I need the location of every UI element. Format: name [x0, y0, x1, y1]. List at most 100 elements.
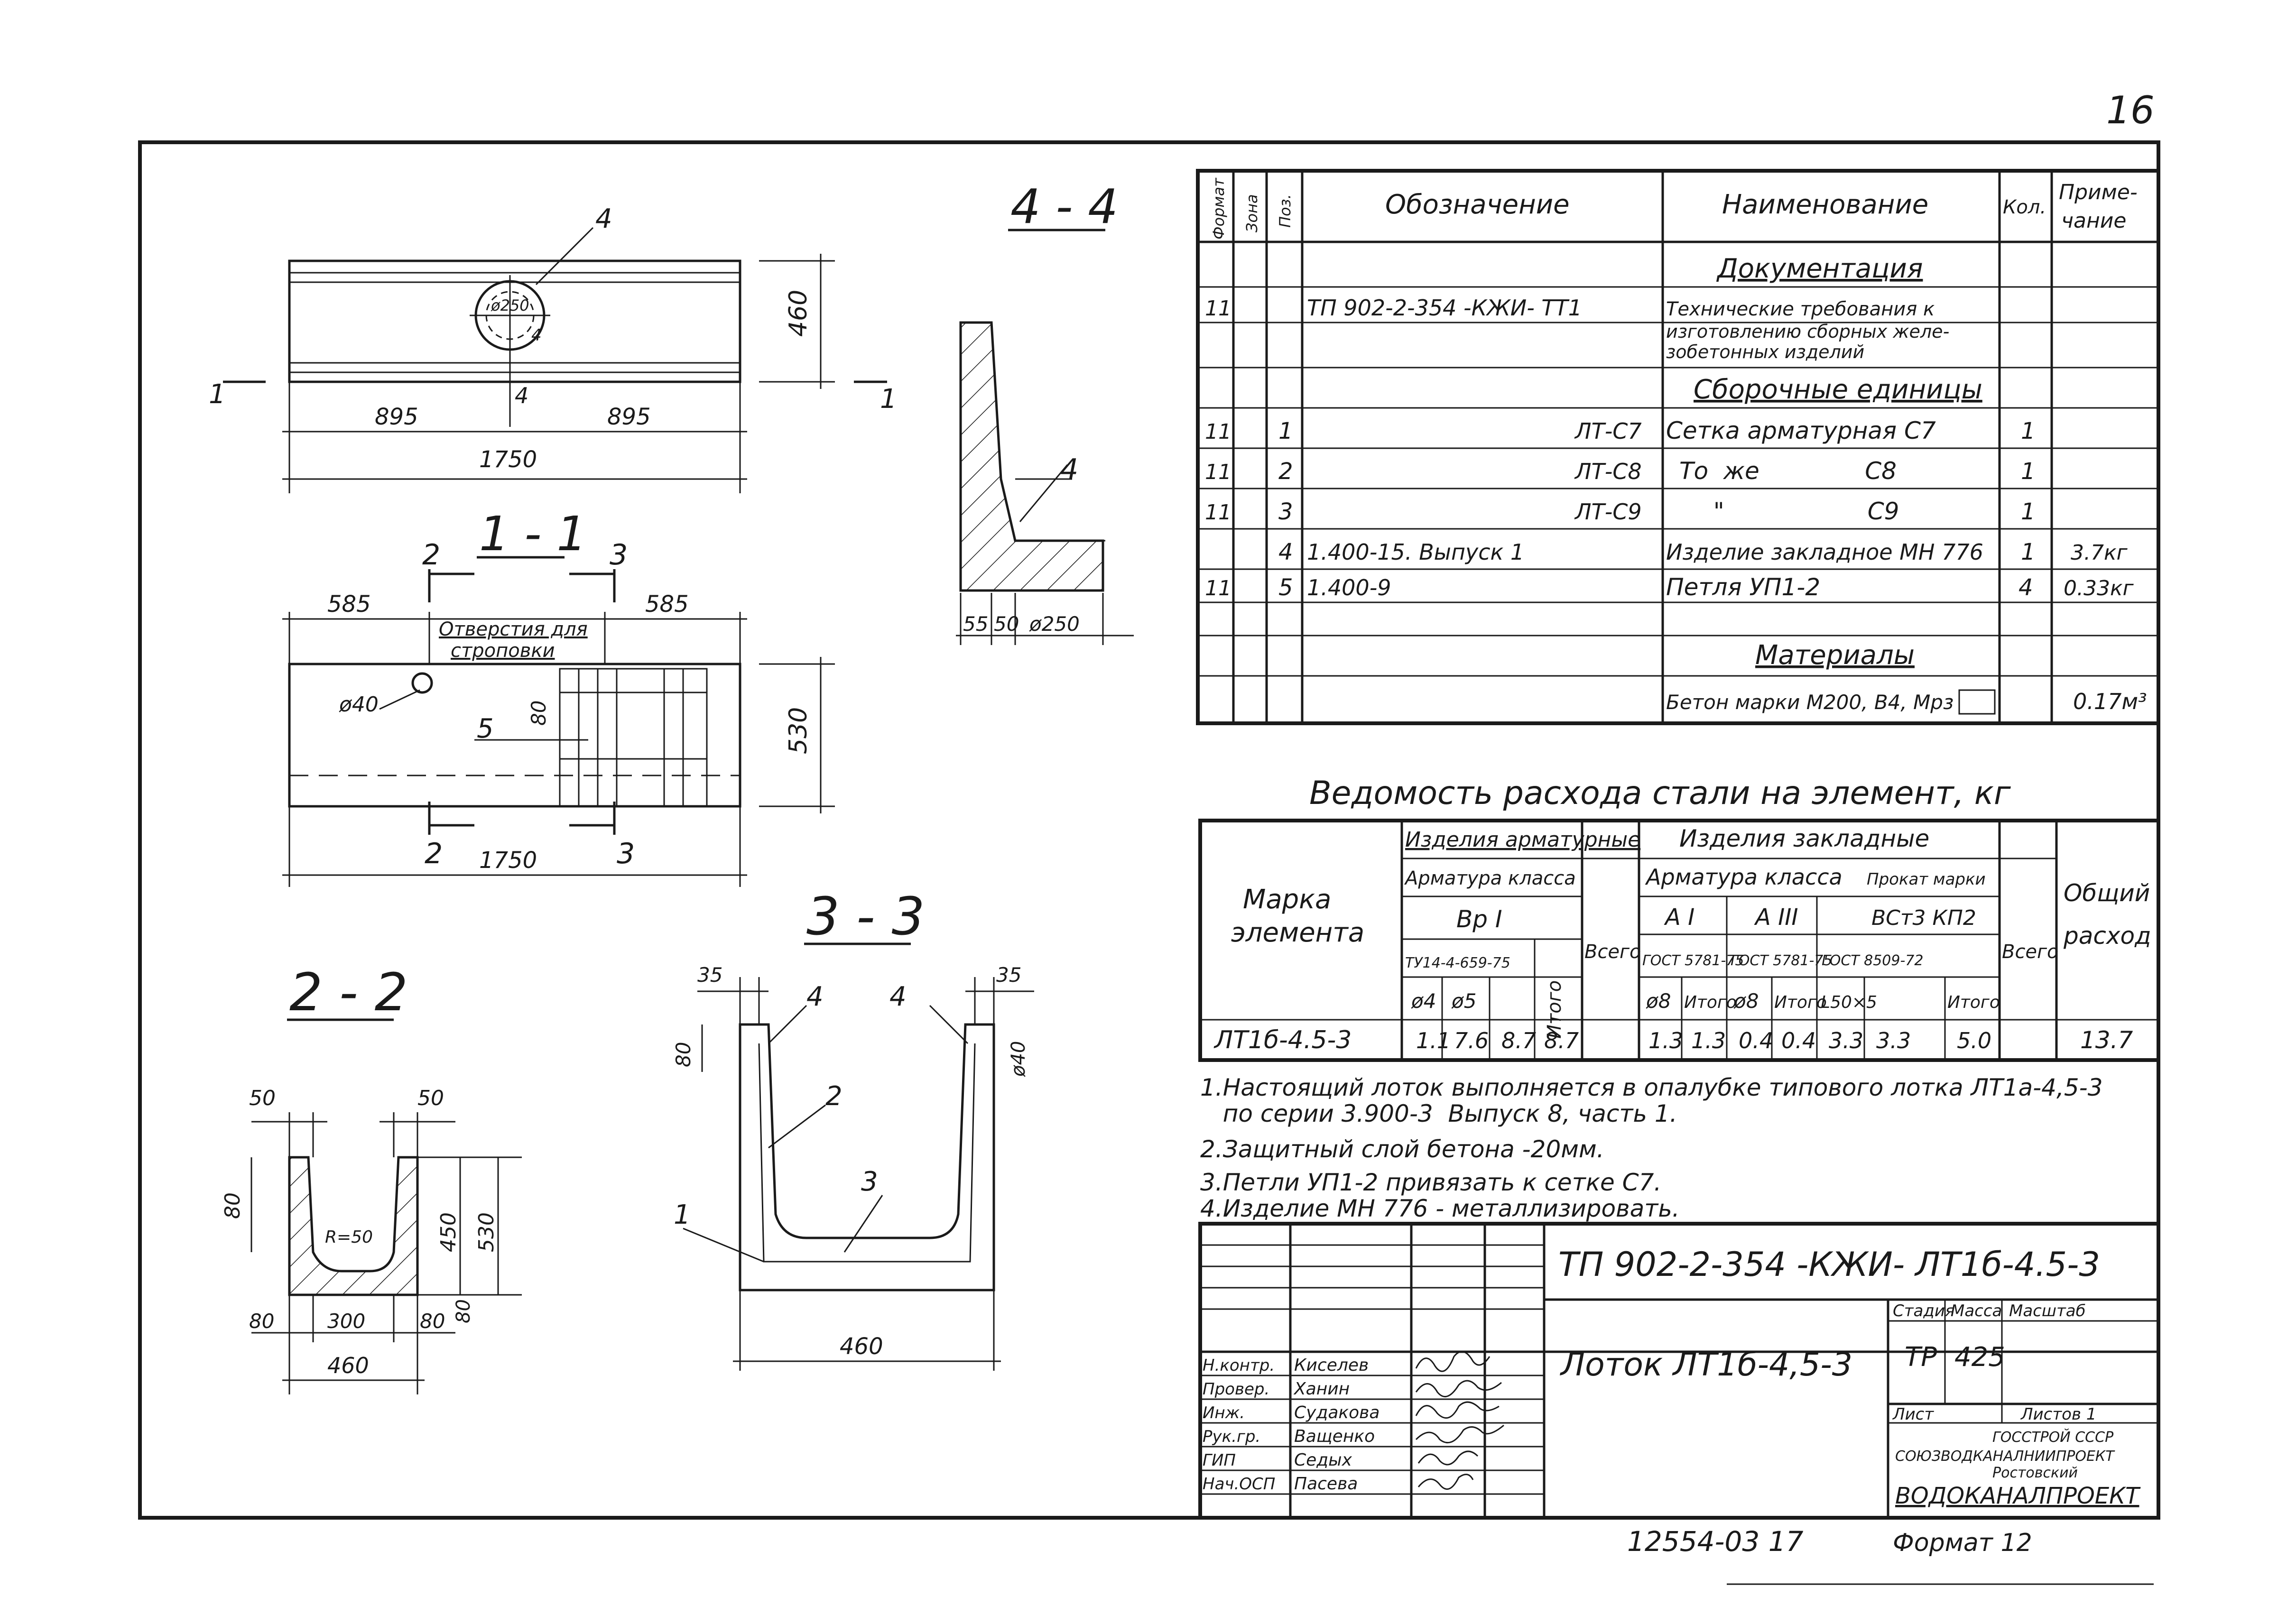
- scale-label: Масштаб: [2009, 1301, 2086, 1320]
- dim-460-plan: 460: [784, 290, 813, 337]
- header-format: Формат: [1210, 177, 1228, 240]
- section-mark-3-bottom: 3: [617, 837, 635, 870]
- h-vr1: Вр I: [1456, 905, 1502, 933]
- signature-6: [1417, 1474, 1474, 1490]
- row-d4: 1.1: [1416, 1028, 1451, 1053]
- staff-role-4: Рук.гр.: [1203, 1427, 1260, 1446]
- dim-80-bottom-left-22: 80: [249, 1310, 274, 1333]
- h-itogo-b: Итого: [1774, 993, 1827, 1012]
- row1-format: 11: [1205, 420, 1231, 444]
- header-designation: Обозначение: [1385, 189, 1570, 220]
- h-itogo-a: Итого: [1684, 993, 1737, 1012]
- header-qty: Кол.: [2003, 196, 2046, 218]
- dim-35-right-33: 35: [996, 963, 1021, 987]
- page-number: 16: [2106, 88, 2155, 132]
- note-4: 4.Изделие МН 776 - металлизировать.: [1200, 1195, 1680, 1222]
- callout-3-33: 3: [861, 1166, 878, 1197]
- callout-4-left-33: 4: [806, 981, 824, 1012]
- lifting-holes-note-line2: строповки: [451, 640, 555, 662]
- row5-qty: 4: [2018, 574, 2033, 601]
- archive-number: 12554-03 17: [1627, 1525, 1804, 1558]
- row3-pos: 3: [1278, 498, 1293, 525]
- section-mark-1-left: 1: [209, 379, 226, 410]
- doc-row-name-line2: изготовлению сборных желе-: [1666, 321, 1949, 342]
- dim-80-right-22: 80: [453, 1299, 474, 1323]
- view-title-1-1: 1 - 1: [479, 506, 587, 562]
- row-d5: 7.6: [1454, 1028, 1489, 1053]
- h-itogo-c: Итого: [1947, 993, 2000, 1012]
- row1-designation: ЛТ-С7: [1574, 418, 1642, 444]
- h-d5: ø5: [1451, 989, 1476, 1013]
- section-mark-2-bottom: 2: [425, 837, 443, 870]
- row4-qty: 1: [2021, 539, 2036, 565]
- staff-role-2: Провер.: [1203, 1380, 1269, 1399]
- dim-300-22: 300: [327, 1310, 365, 1333]
- row-a3-itogo: 0.4: [1781, 1028, 1816, 1053]
- signature-2: [1415, 1380, 1502, 1397]
- doc-row-designation: ТП 902-2-354 -КЖИ- ТТ1: [1307, 295, 1582, 321]
- dim-460-22: 460: [327, 1353, 369, 1378]
- dim-80-11: 80: [527, 701, 550, 726]
- specification-table: Формат Зона Поз. Обозначение Наименовани…: [1196, 169, 2160, 725]
- callout-4-plan: 4: [595, 203, 612, 234]
- h-mark-line2: элемента: [1231, 917, 1364, 948]
- title-doc-code: ТП 902-2-354 -КЖИ- ЛТ1б-4.5-3: [1558, 1245, 2100, 1284]
- header-pos: Поз.: [1276, 194, 1294, 228]
- h-total-line2: расход: [2063, 922, 2151, 950]
- dim-50-left-22: 50: [249, 1086, 276, 1110]
- format-label: Формат 12: [1893, 1529, 2032, 1557]
- header-zone: Зона: [1243, 194, 1261, 232]
- dim-1750-11: 1750: [479, 847, 537, 874]
- dim-80-bottom-right-22: 80: [420, 1310, 445, 1333]
- row3-designation: ЛТ-С9: [1574, 499, 1642, 525]
- h-gost3: ГОСТ 8509-72: [1822, 952, 1923, 969]
- staff-name-3: Судакова: [1294, 1403, 1380, 1422]
- row2-format: 11: [1205, 460, 1231, 484]
- header-name: Наименование: [1722, 189, 1928, 220]
- header-note-line1: Приме-: [2059, 180, 2138, 204]
- note-2: 2.Защитный слой бетона -20мм.: [1200, 1135, 1604, 1163]
- dim-55: 55: [963, 612, 988, 636]
- dim-530-11: 530: [784, 707, 813, 754]
- callout-4-section44: 4: [1060, 453, 1078, 486]
- header-note-line2: чание: [2061, 209, 2126, 233]
- dim-530-22: 530: [474, 1212, 499, 1252]
- material-row-note: 0.17м³: [2073, 689, 2147, 714]
- stage-value: ТР: [1905, 1342, 1937, 1373]
- h-itogo: Итого: [1544, 980, 1565, 1039]
- dim-35-left-33: 35: [697, 963, 722, 987]
- row4-designation: 1.400-15. Выпуск 1: [1307, 539, 1524, 565]
- row4-note: 3.7кг: [2071, 541, 2128, 565]
- signature-1: [1415, 1351, 1491, 1372]
- row-angle: 3.3: [1829, 1028, 1863, 1053]
- h-vsego: Всего: [1584, 941, 1641, 963]
- row-mark: ЛТ1б-4.5-3: [1213, 1026, 1352, 1054]
- h-tu: ТУ14-4-659-75: [1405, 955, 1510, 971]
- h-gost1: ГОСТ 5781-75: [1642, 952, 1744, 969]
- h-a3: А III: [1754, 904, 1798, 931]
- staff-role-6: Нач.ОСП: [1203, 1475, 1275, 1494]
- radius-label: R=50: [325, 1227, 373, 1247]
- h-d8b: ø8: [1733, 989, 1759, 1013]
- dim-250-44: ø250: [1029, 612, 1080, 636]
- section-materials: Материалы: [1755, 640, 1915, 671]
- callout-2-33: 2: [825, 1081, 843, 1112]
- row5-pos: 5: [1278, 574, 1293, 601]
- row2-pos: 2: [1278, 458, 1293, 485]
- section-2-2-view: 2 - 2 50 50 80 R=50 450 530 80 80 300 80…: [221, 962, 522, 1394]
- staff-name-5: Седых: [1294, 1450, 1352, 1470]
- section-1-1-view: 1 - 1 2 3 585 585 Отверстия для строповк…: [282, 506, 835, 887]
- dim-895-left: 895: [375, 404, 418, 430]
- section-mark-1-right: 1: [880, 384, 897, 415]
- mass-label: Масса: [1951, 1301, 2002, 1320]
- dim-80-33: 80: [672, 1042, 695, 1067]
- staff-name-4: Ващенко: [1294, 1427, 1375, 1446]
- section-documentation: Документация: [1716, 253, 1923, 284]
- h-d8a: ø8: [1646, 989, 1671, 1013]
- h-vst3: ВСт3 КП2: [1871, 906, 1976, 930]
- callout-5: 5: [477, 713, 494, 744]
- title-block: ТП 902-2-354 -КЖИ- ЛТ1б-4.5-3 Лоток ЛТ1б…: [1198, 1222, 2160, 1520]
- callout-4-right-33: 4: [889, 981, 907, 1012]
- dim-460-33: 460: [840, 1333, 883, 1360]
- row5-designation: 1.400-9: [1307, 575, 1391, 600]
